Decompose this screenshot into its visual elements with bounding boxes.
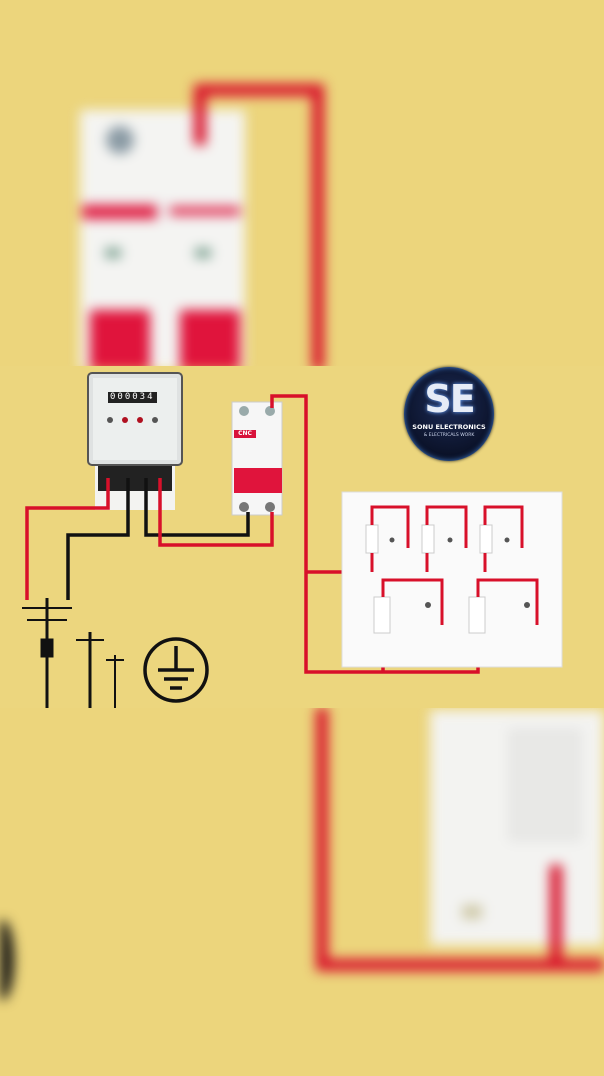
mcb-breaker [231, 401, 283, 516]
blurred-switchboard [430, 710, 604, 945]
utility-pole-icon [22, 598, 124, 708]
blurred-live-wire-bottom [316, 708, 604, 971]
breaker-brand-label: CNC [234, 430, 256, 438]
channel-logo: SE SONU ELECTRONICS & ELECTRICALS WORK [404, 367, 494, 461]
blurred-live-wire-top [194, 84, 324, 370]
logo-line1: SONU ELECTRONICS [412, 423, 486, 431]
logo-initials: SE [424, 377, 475, 421]
blurred-mcb [80, 110, 245, 370]
logo-line2: & ELECTRICALS WORK [423, 433, 475, 438]
blurred-dark-object [0, 920, 14, 1000]
meter-reading: 000034 [108, 392, 157, 403]
earth-ground-icon [143, 637, 209, 703]
switchboard [341, 491, 563, 668]
